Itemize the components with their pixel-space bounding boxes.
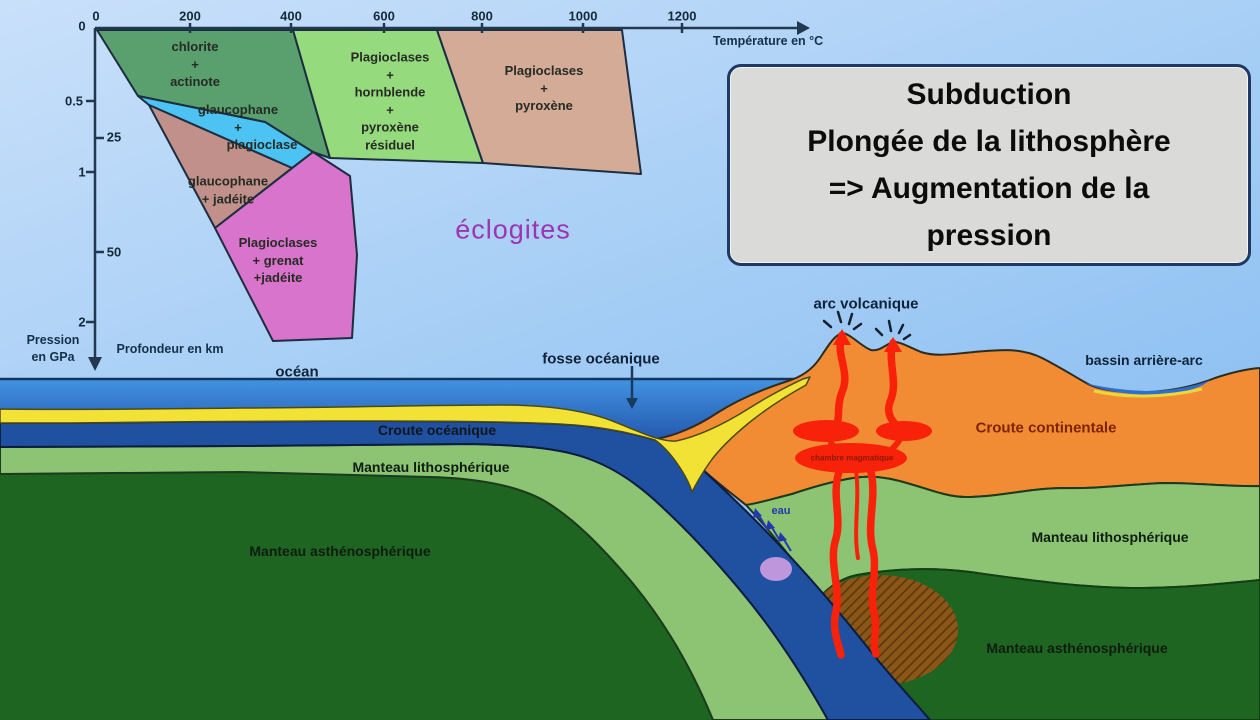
temp-tick-400: 400 <box>280 8 302 24</box>
ocean-water-shape <box>0 379 803 442</box>
back-arc-sediment-line <box>1093 387 1203 398</box>
eclogites-label: éclogites <box>455 214 571 245</box>
field-label-glaucophane-plagioclase: glaucophane + plagioclase <box>197 101 298 152</box>
title-line-1: Subduction <box>906 78 1072 111</box>
water-label: eau <box>771 505 791 517</box>
slab-marker-dot <box>760 557 792 581</box>
depth-tick-50: 50 <box>106 244 122 260</box>
asthenospheric-mantle-left-shape <box>0 472 713 720</box>
asthenospheric-mantle-left-label: Manteau asthénosphérique <box>249 543 431 559</box>
field-label-glaucophane-jadeite: glaucophane + jadéite <box>187 173 269 207</box>
title-line-3: => Augmentation de la <box>828 172 1150 205</box>
pressure-axis-arrow-icon <box>88 357 102 371</box>
depth-tick-25: 25 <box>106 129 122 145</box>
back-arc-water-shape <box>1085 380 1210 395</box>
temp-axis-arrow-icon <box>797 21 810 35</box>
pt-axes <box>86 23 797 358</box>
ocean-label: océan <box>275 363 319 381</box>
sediments-shape <box>0 376 811 493</box>
eruption-dashes-icon <box>822 310 912 341</box>
temp-tick-600: 600 <box>373 8 395 24</box>
temp-tick-800: 800 <box>471 8 493 24</box>
volcano-vent-right <box>884 337 902 352</box>
trench-label: fosse océanique <box>542 350 660 368</box>
title-box: Subduction Plongée de la lithosphère => … <box>727 64 1251 266</box>
field-label-plagioclases-pyroxene: Plagioclases + pyroxène <box>504 62 584 113</box>
field-label-plagioclases-grenat: Plagioclases + grenat +jadéite <box>238 234 318 285</box>
back-arc-basin-label: bassin arrière-arc <box>1085 352 1203 368</box>
oceanic-crust-label: Croute océanique <box>377 422 497 438</box>
field-plagioclases-grenat-shape <box>214 151 358 342</box>
temp-tick-1000: 1000 <box>568 8 598 24</box>
depth-axis-label: Profondeur en km <box>116 342 224 356</box>
pressure-tick-1: 1 <box>78 164 86 180</box>
field-plagioclases-pyroxene-shape <box>436 29 642 175</box>
volcano-vent-left <box>833 329 851 345</box>
title-line-2: Plongée de la lithosphère <box>807 125 1171 158</box>
title-line-4: pression <box>926 219 1052 252</box>
field-label-chlorite-actinote: chlorite + actinote <box>170 38 220 89</box>
pressure-tick-origin: 0 <box>78 18 86 34</box>
continental-crust-label: Croute continentale <box>975 419 1117 437</box>
pressure-tick-05: 0.5 <box>64 93 84 109</box>
temp-axis-label: Température en °C <box>712 34 824 48</box>
temp-tick-200: 200 <box>179 8 201 24</box>
pressure-axis-label: Pression en GPa <box>26 333 80 364</box>
lithospheric-mantle-right-label: Manteau lithosphérique <box>1031 529 1189 545</box>
temp-tick-0: 0 <box>92 8 100 24</box>
lithospheric-mantle-left-label: Manteau lithosphérique <box>352 459 510 475</box>
pressure-tick-2: 2 <box>78 314 86 330</box>
water-release-arrows-icon <box>753 508 792 552</box>
magma-chamber-shape <box>793 329 932 473</box>
field-label-plagioclases-hornblende: Plagioclases + hornblende + pyroxène rés… <box>350 49 430 153</box>
magma-chamber-label: chambre magmatique <box>810 453 894 463</box>
temp-tick-1200: 1200 <box>667 8 697 24</box>
asthenospheric-mantle-right-label: Manteau asthénosphérique <box>986 640 1168 656</box>
trench-arrow-icon <box>626 366 638 409</box>
volcanic-arc-label: arc volcanique <box>813 295 919 313</box>
